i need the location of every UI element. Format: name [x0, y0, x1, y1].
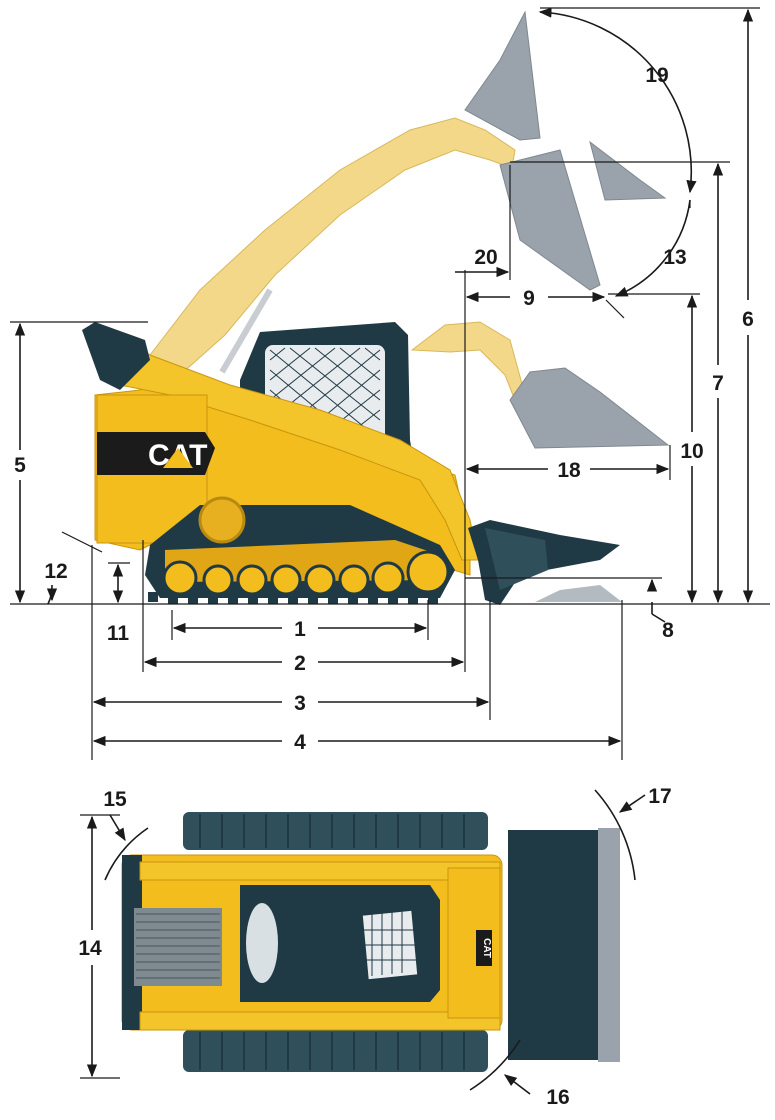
- dim-label-7: 7: [712, 372, 724, 395]
- dim-label-20: 20: [474, 246, 497, 269]
- top-dimension-lines: [80, 789, 646, 1095]
- top-skylight: [246, 903, 278, 983]
- bucket-max-dump-top: [464, 10, 541, 141]
- dim-label-2: 2: [294, 652, 306, 675]
- dim-label-6: 6: [742, 308, 754, 331]
- raised-arm-cylinder: [219, 288, 273, 374]
- top-rear-frame: [122, 855, 142, 1030]
- dim-label-18: 18: [557, 459, 581, 482]
- top-lift-arm-upper: [139, 861, 501, 881]
- dim-label-1: 1: [294, 618, 306, 641]
- dim-label-10: 10: [680, 440, 703, 463]
- lift-arm-tower: [82, 322, 150, 390]
- side-dimension-lines: [10, 7, 770, 760]
- top-cat-logo-text: CAT: [481, 938, 492, 958]
- dim-label-5: 5: [14, 454, 26, 477]
- dim-label-14: 14: [78, 937, 102, 960]
- side-dimension-labels: 1 2 3 4 5 6 7 8 9 10 11 12 13 18 19 20: [14, 64, 754, 754]
- bucket-raised: [499, 149, 601, 291]
- top-dimension-labels: 14 15 16 17: [78, 785, 671, 1109]
- top-bucket-edge: [598, 828, 620, 1062]
- top-engine-grille: [134, 908, 222, 986]
- dim-label-13: 13: [663, 246, 686, 269]
- top-track-lower: [183, 1030, 488, 1072]
- side-view: CAT: [82, 10, 670, 605]
- dim-label-11: 11: [107, 622, 130, 645]
- bucket-ground-side: [485, 528, 548, 590]
- dim-label-4: 4: [294, 731, 306, 754]
- cat-logo-triangle: [163, 448, 193, 468]
- bucket-mid: [509, 367, 670, 449]
- mid-lift-arm: [410, 321, 526, 410]
- lift-arm: [87, 329, 479, 561]
- dim-label-3: 3: [294, 692, 306, 715]
- bucket-ground-ghost: [535, 585, 622, 602]
- dim-label-9: 9: [523, 287, 535, 310]
- dim-label-17: 17: [648, 785, 671, 808]
- top-view: CAT: [121, 812, 620, 1072]
- top-lift-arm-lower: [139, 1011, 501, 1031]
- bucket-raised-rolled: [589, 140, 667, 201]
- dim-label-12: 12: [44, 560, 67, 583]
- top-cat-badge: [476, 930, 492, 966]
- dim-label-16: 16: [546, 1086, 569, 1109]
- top-track-upper: [183, 812, 488, 850]
- dim-label-19: 19: [645, 64, 668, 87]
- track-rollers: [162, 550, 450, 596]
- dim-label-8: 8: [662, 619, 674, 642]
- drive-sprocket: [198, 496, 246, 544]
- dim-label-15: 15: [103, 788, 127, 811]
- top-bucket: [508, 830, 598, 1060]
- track-treads: [148, 592, 438, 604]
